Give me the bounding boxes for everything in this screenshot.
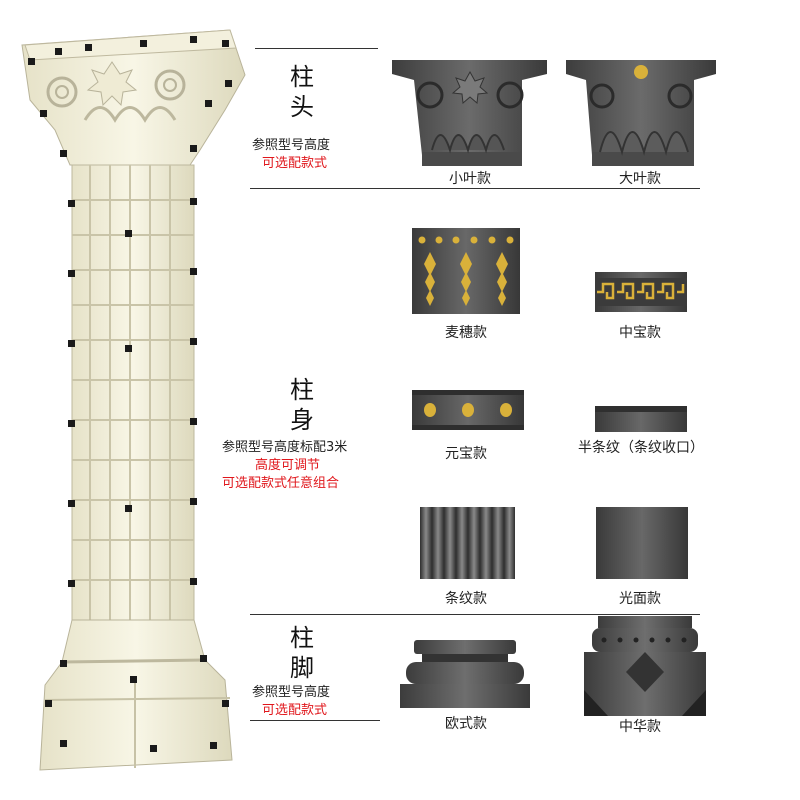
shaft-stripe-sample	[420, 507, 515, 579]
shaft-title-char2: 身	[290, 406, 314, 434]
capital-desc: 参照型号高度	[252, 138, 331, 153]
base-top-rule	[250, 614, 700, 615]
base-title-char2: 脚	[290, 654, 314, 682]
shaft-title-char1: 柱	[290, 376, 314, 404]
capital-title-char1: 柱	[290, 63, 314, 91]
shaft-plain-sample	[596, 507, 688, 579]
shaft-option-plain: 光面款	[619, 591, 661, 607]
base-title-char1: 柱	[290, 624, 314, 652]
base-desc: 参照型号高度	[252, 685, 331, 700]
base-bottom-rule	[250, 720, 380, 721]
base-option-chinese: 中华款	[619, 719, 661, 735]
capital-bottom-rule	[250, 188, 700, 189]
shaft-half-stripe-sample	[595, 406, 687, 432]
shaft-ingot-sample	[412, 390, 524, 430]
base-note: 可选配款式	[262, 703, 328, 718]
capital-big-leaf-sample	[566, 60, 716, 166]
shaft-option-wheat: 麦穗款	[445, 325, 487, 341]
shaft-option-greek-key: 中宝款	[619, 325, 661, 341]
base-option-european: 欧式款	[445, 716, 487, 732]
shaft-option-ingot: 元宝款	[445, 446, 487, 462]
capital-title-char2: 头	[290, 93, 314, 121]
shaft-wheat-sample	[412, 228, 520, 314]
shaft-note-line1: 高度可调节	[255, 458, 321, 473]
shaft-option-half-stripe: 半条纹（条纹收口）	[578, 440, 704, 456]
capital-note: 可选配款式	[262, 156, 328, 171]
column-mold-image	[21, 29, 246, 771]
capital-option-big-leaf: 大叶款	[619, 171, 661, 187]
shaft-option-stripe: 条纹款	[445, 591, 487, 607]
base-chinese-sample	[584, 616, 706, 716]
base-european-sample	[400, 640, 530, 708]
shaft-greek-key-sample	[595, 272, 687, 312]
capital-top-rule	[255, 48, 378, 49]
capital-small-leaf-sample	[392, 60, 547, 166]
shaft-desc: 参照型号高度标配3米	[222, 440, 348, 455]
capital-option-small-leaf: 小叶款	[449, 171, 491, 187]
shaft-note-line2: 可选配款式任意组合	[222, 476, 340, 491]
